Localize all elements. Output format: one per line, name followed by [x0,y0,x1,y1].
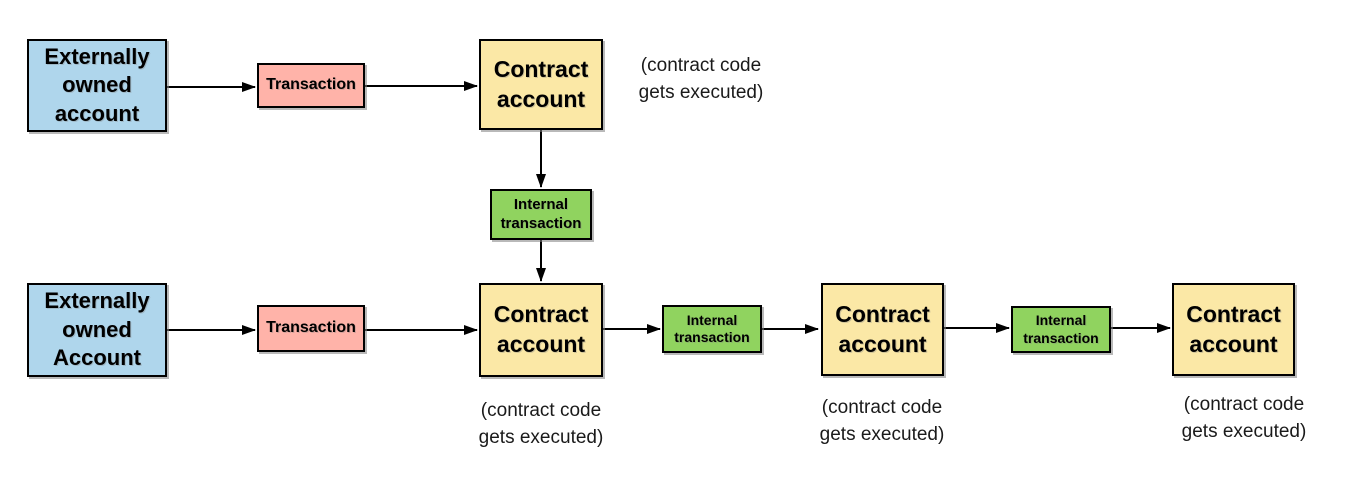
eoa-node-top: Externally owned account [27,39,167,132]
internal-transaction-node-mid: Internal transaction [490,189,592,240]
eoa-top-label: Externally owned account [44,43,150,126]
contract-b3-label: Contract account [1186,300,1281,357]
contract-account-node-b2: Contract account [821,283,944,376]
internal-b1-label: Internal transaction [674,311,750,346]
note-contract-executed-b1: (contract code gets executed) [478,400,604,448]
contract-account-node-b3: Contract account [1172,283,1295,376]
transaction-node-top: Transaction [257,63,365,108]
transaction-node-bottom: Transaction [257,305,365,352]
eoa-bottom-label: Externally owned Account [44,288,150,371]
contract-top-label: Contract account [493,55,589,112]
transaction-bottom-label: Transaction [266,319,356,337]
eoa-node-bottom: Externally owned Account [27,283,167,377]
transaction-top-label: Transaction [266,76,356,94]
internal-transaction-node-b2: Internal transaction [1011,306,1111,353]
contract-b1-label: Contract account [493,301,589,357]
contract-account-node-top: Contract account [479,39,603,130]
internal-transaction-node-b1: Internal transaction [662,305,762,353]
internal-mid-label: Internal transaction [500,195,582,232]
note-contract-executed-b3: (contract code gets executed) [1181,394,1307,442]
contract-b2-label: Contract account [835,300,930,357]
note-contract-executed-b2: (contract code gets executed) [819,397,945,445]
note-contract-executed-top: (contract code gets executed) [638,55,764,103]
contract-account-node-b1: Contract account [479,283,603,377]
internal-b2-label: Internal transaction [1023,312,1099,346]
